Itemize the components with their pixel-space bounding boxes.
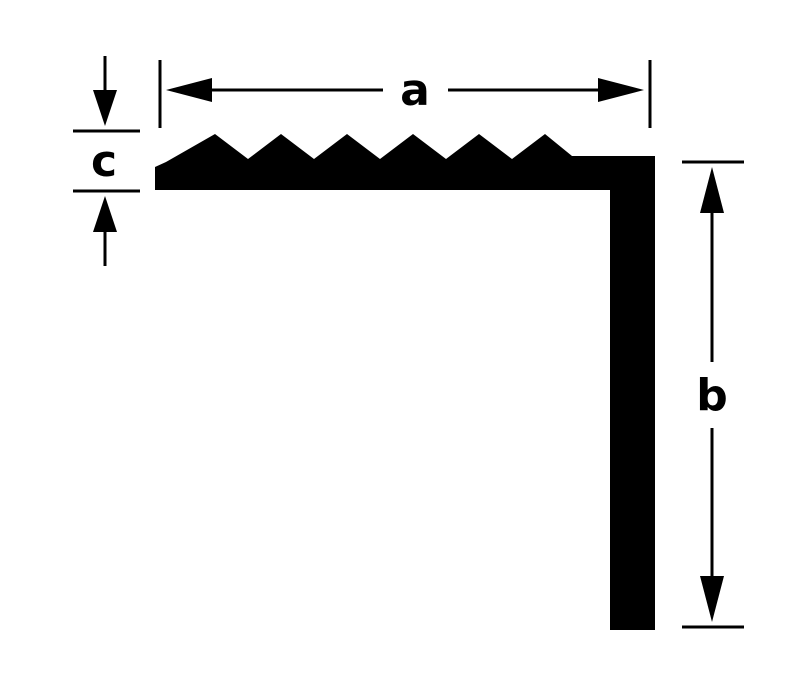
- dimension-b-arrowhead-down: [700, 576, 724, 622]
- dimension-b-arrowhead-up: [700, 167, 724, 213]
- dimension-c-label: c: [91, 136, 117, 187]
- l-profile-path: [155, 134, 655, 630]
- dimension-b: b: [682, 160, 744, 629]
- dimension-c: c: [73, 56, 140, 266]
- dimension-b-label: b: [696, 370, 728, 421]
- dimension-c-arrowhead-up: [93, 196, 117, 232]
- l-profile-shape: [155, 134, 655, 630]
- dimension-a-arrowhead-left: [166, 78, 212, 102]
- dimension-a-arrowhead-right: [598, 78, 644, 102]
- dimension-a: a: [158, 60, 652, 128]
- dimension-c-arrowhead-down: [93, 90, 117, 126]
- dimension-a-label: a: [400, 65, 430, 116]
